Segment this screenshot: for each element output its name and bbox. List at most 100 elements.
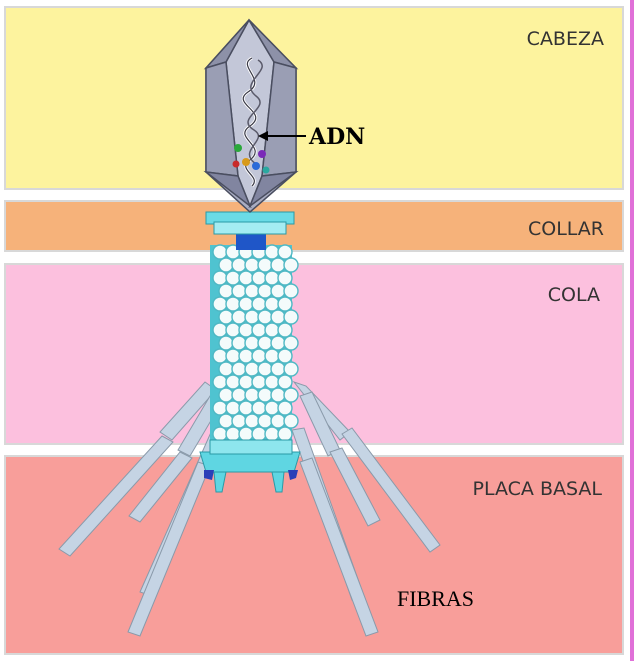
tail-bead [238,270,254,286]
tail-bead [270,309,286,325]
fiber-right-front [299,457,379,637]
tail-bead [212,244,228,260]
tail-bead [244,387,260,403]
cabeza-band [4,6,624,190]
tail-bead [277,348,293,364]
tail-bead [238,296,254,312]
tail-bead [270,387,286,403]
fiber-left-inner-lower [128,451,193,523]
tail-bead [257,387,273,403]
tail-bead [238,322,254,338]
tail-bead [277,296,293,312]
tail-bead [231,283,247,299]
collar-label: COLLAR [527,218,604,240]
tail-bead [277,426,293,442]
tail-bead [218,335,234,351]
tail-bead [244,361,260,377]
tail-bead [283,361,299,377]
tail-bead [257,335,273,351]
adn-label: ADN [309,124,366,150]
tail-bead [264,322,280,338]
tail-bead [218,309,234,325]
tail-bead [212,374,228,390]
tail-bead [231,309,247,325]
tail-bead [264,270,280,286]
tail-bead [264,426,280,442]
tail-bead [283,309,299,325]
tail-bead [231,413,247,429]
tail-bead [212,296,228,312]
collar-connector [236,234,266,250]
tail-bead [225,426,241,442]
tail-bead [251,322,267,338]
fiber-left-lower [58,435,174,557]
tail-bead [218,413,234,429]
placa-basal-label: PLACA BASAL [472,478,602,500]
tail-bead [251,348,267,364]
fiber-left-front [127,461,211,637]
tail-bead [244,257,260,273]
tail-bead [218,387,234,403]
tail-bead [283,335,299,351]
tail-bead [238,426,254,442]
tail-bead [283,387,299,403]
tail-bead [264,374,280,390]
tail-bead [218,361,234,377]
tail-bead [212,348,228,364]
cola-band [4,263,624,445]
tail-bead [264,400,280,416]
base-plate [199,439,301,493]
tail-bead [225,348,241,364]
tail-bead [225,374,241,390]
collar-plate-lower [213,221,287,235]
cabeza-label: CABEZA [526,28,604,50]
tail-bead [238,400,254,416]
tail-bead [212,426,228,442]
cola-label: COLA [547,284,600,306]
tail-bead [218,257,234,273]
tail-bead [270,257,286,273]
fibras-label: FIBRAS [397,586,475,611]
tail-bead [244,283,260,299]
tail-bead [257,283,273,299]
tail-bead [212,270,228,286]
tail-bead [225,270,241,286]
tail-bead [251,426,267,442]
tail-bead [231,361,247,377]
tail-bead [231,387,247,403]
tail-bead [283,257,299,273]
tail-bead [225,296,241,312]
tail-bead [238,348,254,364]
tail-bead [264,296,280,312]
tail-bead [244,309,260,325]
tail-bead [277,374,293,390]
tail-bead [251,270,267,286]
tail-bead [244,335,260,351]
dna-strand [232,56,270,188]
tail-bead [212,322,228,338]
collar-band [4,200,624,252]
tail-bead [257,361,273,377]
tail-bead [257,257,273,273]
tail-bead [218,283,234,299]
tail-bead [212,400,228,416]
tail-bead [251,374,267,390]
tail-bead [264,348,280,364]
tail-sheath [210,244,299,445]
tail-bead [225,322,241,338]
tail-bead [238,374,254,390]
tail-bead [270,283,286,299]
tail-bead [277,270,293,286]
fiber-right-inner-lower [329,447,381,527]
tail-bead [244,413,260,429]
tail-bead [264,244,280,260]
tail-bead [283,413,299,429]
tail-bead [251,400,267,416]
tail-bead [231,335,247,351]
collar-structure [205,211,295,250]
tail-bead [270,361,286,377]
tail-bead [251,296,267,312]
tail-beads [212,244,299,442]
